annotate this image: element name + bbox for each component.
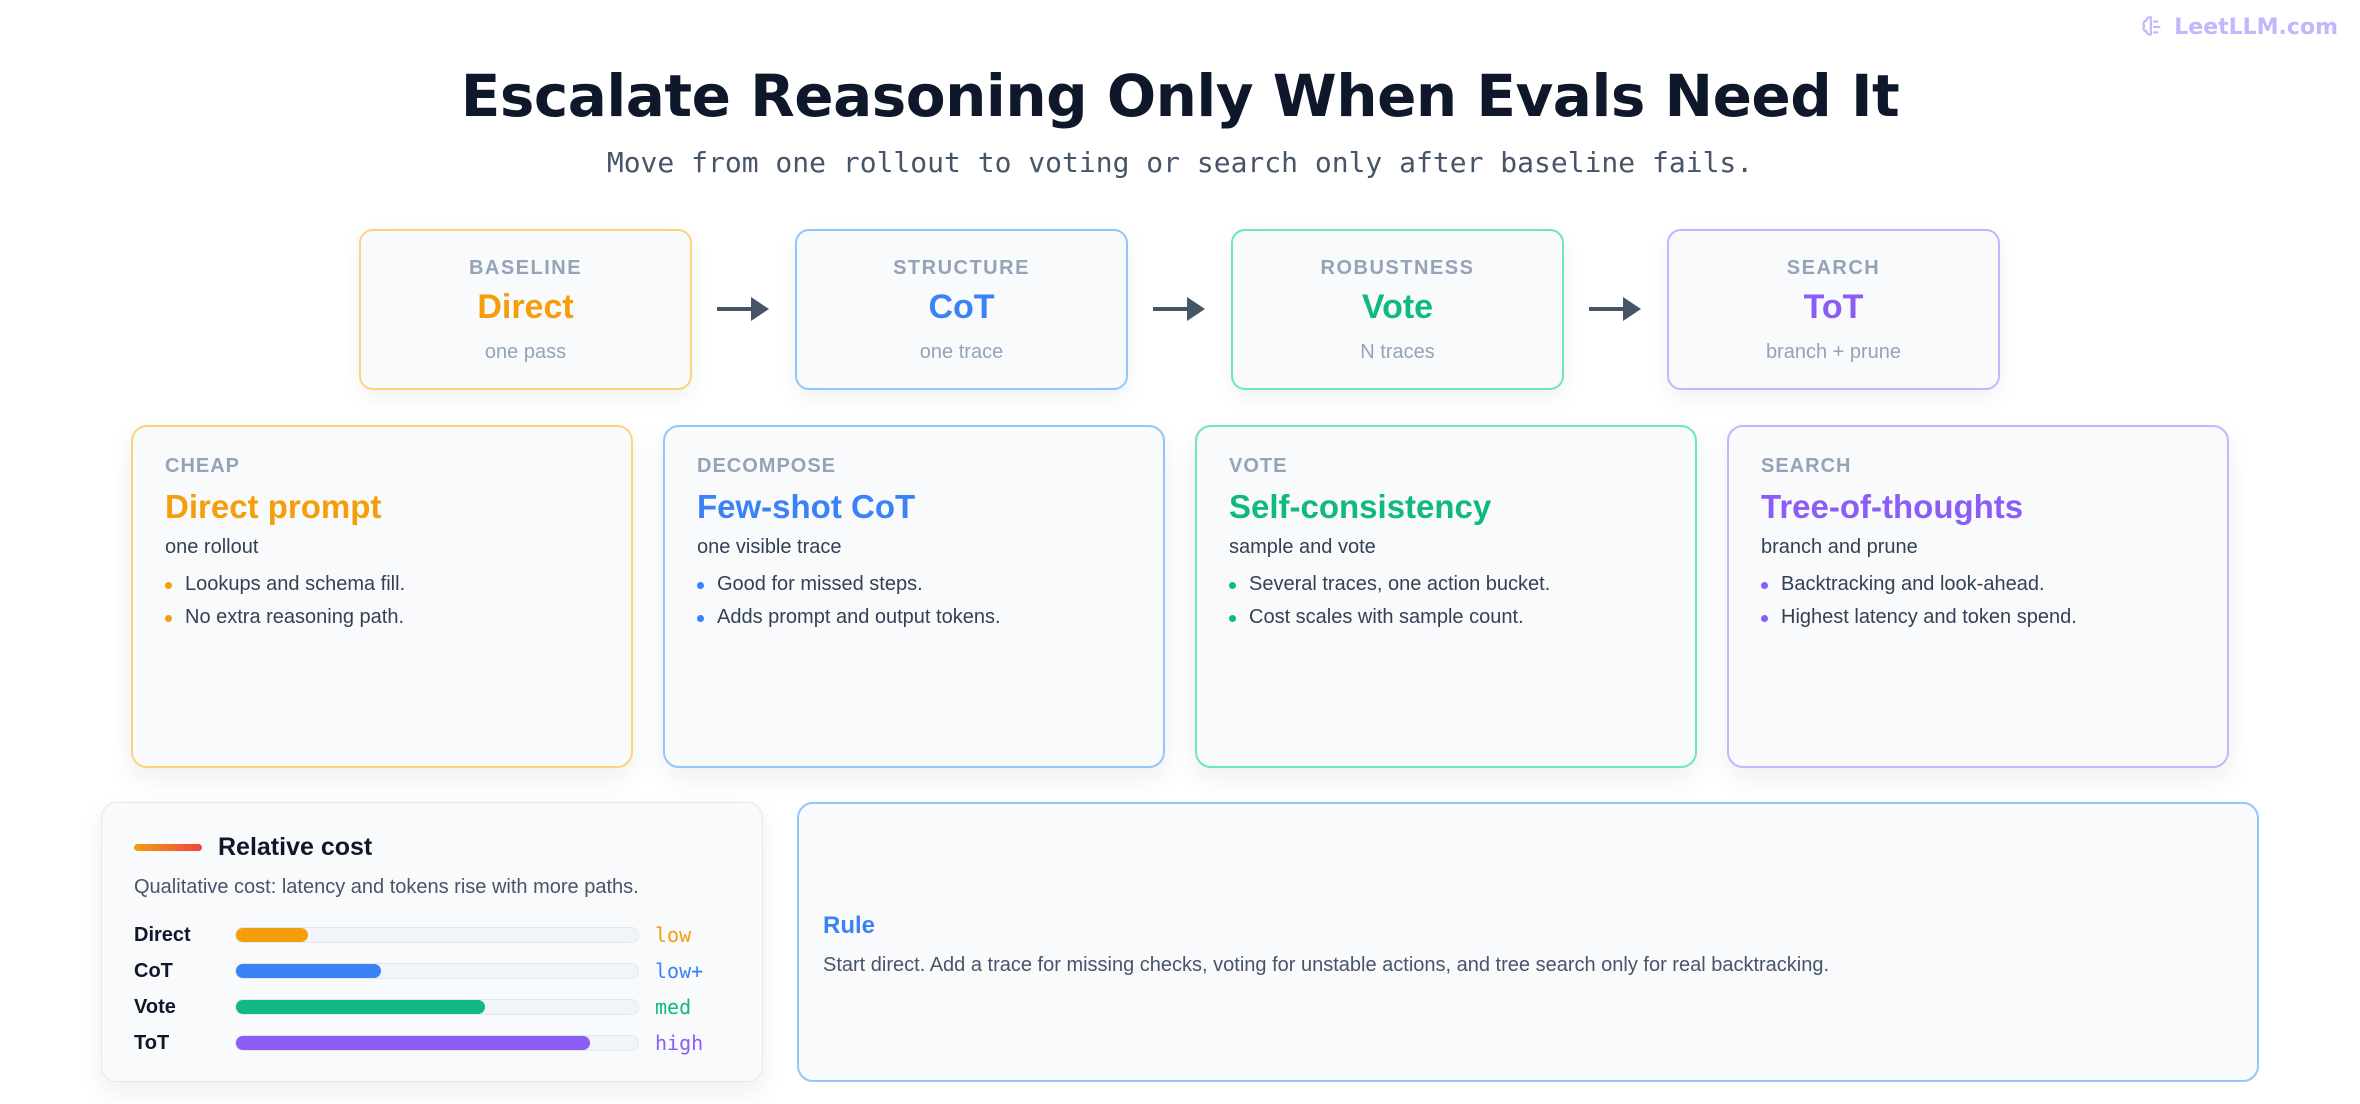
rule-panel: Rule Start direct. Add a trace for missi… (797, 802, 2259, 1082)
cost-title: Relative cost (218, 833, 373, 861)
stage-kicker: BASELINE (468, 257, 583, 279)
stage-name: ToT (1803, 288, 1864, 326)
stage-sub: N traces (1360, 341, 1435, 363)
card-kicker: CHEAP (165, 455, 241, 477)
stage-sub: one trace (919, 341, 1004, 363)
card-kicker: SEARCH (1761, 455, 1852, 477)
cost-bar-fill (236, 928, 309, 942)
cost-bar-track (235, 1035, 639, 1051)
list-item: Backtracking and look-ahead. (1761, 573, 2195, 596)
card-bullets: Several traces, one action bucket. Cost … (1229, 573, 1663, 629)
bullet-text: Cost scales with sample count. (1249, 606, 1524, 628)
arrow-right-icon (1153, 297, 1205, 321)
card-few-shot-cot: DECOMPOSE Few-shot CoT one visible trace… (663, 425, 1165, 768)
stage-name: CoT (928, 288, 995, 326)
card-name: Self-consistency (1229, 488, 1492, 525)
card-sub: one visible trace (697, 536, 842, 558)
bullet-dot-icon (1761, 582, 1768, 589)
cost-bar-track (235, 963, 639, 979)
bullet-text: Good for missed steps. (717, 573, 923, 595)
list-item: Adds prompt and output tokens. (697, 606, 1131, 629)
stage-kicker: ROBUSTNESS (1320, 257, 1475, 279)
bullet-dot-icon (165, 615, 172, 622)
bullet-text: No extra reasoning path. (185, 606, 405, 628)
cost-row-label: ToT (134, 1031, 170, 1054)
card-kicker: VOTE (1229, 455, 1288, 477)
brand-name: LeetLLM.com (2174, 14, 2338, 40)
stage-kicker: SEARCH (1786, 257, 1881, 279)
list-item: Several traces, one action bucket. (1229, 573, 1663, 596)
list-item: Cost scales with sample count. (1229, 606, 1663, 629)
cost-row-value: med (655, 995, 692, 1019)
bullet-dot-icon (165, 582, 172, 589)
stage-tot: SEARCH ToT branch + prune (1667, 229, 2000, 390)
cost-gradient-swatch (134, 844, 202, 851)
bullet-dot-icon (1761, 615, 1768, 622)
arrow-right-icon (717, 297, 769, 321)
stage-direct: BASELINE Direct one pass (359, 229, 692, 390)
cost-bar-track (235, 999, 639, 1015)
list-item: Lookups and schema fill. (165, 573, 599, 596)
card-name: Direct prompt (165, 488, 382, 525)
cost-description: Qualitative cost: latency and tokens ris… (134, 876, 639, 898)
rule-title: Rule (823, 912, 876, 939)
card-bullets: Good for missed steps. Adds prompt and o… (697, 573, 1131, 629)
card-tree-of-thoughts: SEARCH Tree-of-thoughts branch and prune… (1727, 425, 2229, 768)
cost-row-value: high (655, 1031, 704, 1055)
rule-text: Start direct. Add a trace for missing ch… (823, 954, 1830, 976)
stage-vote: ROBUSTNESS Vote N traces (1231, 229, 1564, 390)
page-title: Escalate Reasoning Only When Evals Need … (460, 62, 1900, 130)
list-item: No extra reasoning path. (165, 606, 599, 629)
bullet-text: Highest latency and token spend. (1781, 606, 2077, 628)
cost-bar-track (235, 927, 639, 943)
card-sub: branch and prune (1761, 536, 1918, 558)
card-sub: sample and vote (1229, 536, 1376, 558)
bullet-dot-icon (1229, 582, 1236, 589)
card-name: Few-shot CoT (697, 488, 916, 525)
list-item: Highest latency and token spend. (1761, 606, 2195, 629)
stage-sub: one pass (484, 341, 567, 363)
arrow-right-icon (1589, 297, 1641, 321)
cost-row-value: low (655, 923, 692, 947)
stage-name: Direct (477, 288, 574, 326)
cost-row-vote: Vote med (134, 989, 730, 1025)
brain-icon (2142, 16, 2161, 36)
cost-bar-fill (236, 964, 381, 978)
bullet-dot-icon (1229, 615, 1236, 622)
cost-row-label: CoT (134, 959, 173, 982)
cost-row-label: Direct (134, 923, 191, 946)
card-direct-prompt: CHEAP Direct prompt one rollout Lookups … (131, 425, 633, 768)
stage-kicker: STRUCTURE (893, 257, 1030, 279)
bullet-text: Several traces, one action bucket. (1249, 573, 1551, 595)
bullet-text: Lookups and schema fill. (185, 573, 406, 595)
cost-bar-fill (236, 1000, 486, 1014)
stage-sub: branch + prune (1765, 341, 1902, 363)
cost-bar-fill (236, 1036, 590, 1050)
cost-row-value: low+ (655, 959, 704, 983)
list-item: Good for missed steps. (697, 573, 1131, 596)
cost-row-cot: CoT low+ (134, 953, 730, 989)
cost-row-label: Vote (134, 995, 176, 1018)
page-subtitle: Move from one rollout to voting or searc… (606, 146, 1754, 179)
cost-row-direct: Direct low (134, 917, 730, 953)
card-name: Tree-of-thoughts (1761, 488, 2024, 525)
brand-logo[interactable]: LeetLLM.com (2140, 14, 2338, 40)
bullet-dot-icon (697, 615, 704, 622)
relative-cost-panel: Relative cost Qualitative cost: latency … (101, 802, 763, 1082)
card-bullets: Lookups and schema fill. No extra reason… (165, 573, 599, 629)
card-sub: one rollout (165, 536, 259, 558)
bullet-text: Backtracking and look-ahead. (1781, 573, 2045, 595)
stage-cot: STRUCTURE CoT one trace (795, 229, 1128, 390)
card-bullets: Backtracking and look-ahead. Highest lat… (1761, 573, 2195, 629)
stage-name: Vote (1361, 288, 1434, 326)
cost-row-tot: ToT high (134, 1025, 730, 1061)
bullet-dot-icon (697, 582, 704, 589)
card-kicker: DECOMPOSE (697, 455, 837, 477)
card-self-consistency: VOTE Self-consistency sample and vote Se… (1195, 425, 1697, 768)
bullet-text: Adds prompt and output tokens. (717, 606, 1001, 628)
